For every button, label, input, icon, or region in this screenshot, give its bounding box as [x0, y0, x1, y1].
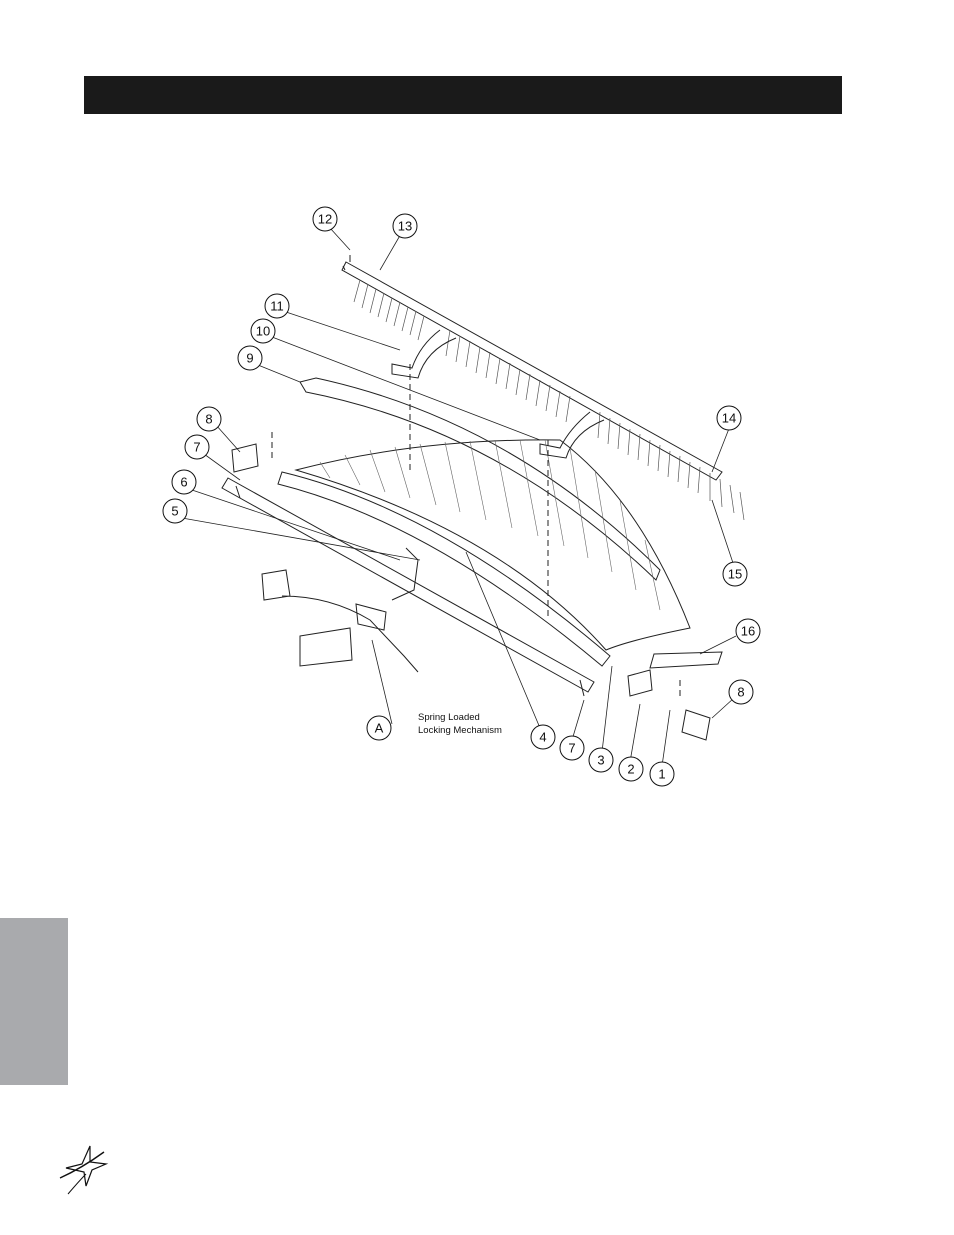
side-section-tab	[0, 918, 68, 1085]
callout-4: 4	[539, 730, 546, 745]
callout-circle	[735, 618, 761, 644]
callout-circle	[171, 469, 197, 495]
callout-A: A	[375, 721, 384, 736]
callout-5: 5	[171, 504, 178, 519]
callout-7: 7	[193, 440, 200, 455]
end-cap	[627, 669, 653, 697]
bracket-left	[391, 329, 457, 379]
callout-group	[162, 206, 761, 787]
callout-circle	[312, 206, 338, 232]
callout-circle	[649, 761, 675, 787]
callout-15: 15	[728, 567, 742, 582]
callout-circle	[588, 747, 614, 773]
callout-circle	[530, 724, 556, 750]
conveyor-surface	[294, 439, 691, 651]
callout-13: 13	[398, 219, 412, 234]
callout-9: 9	[246, 351, 253, 366]
callout-circle	[618, 756, 644, 782]
callout-circle	[264, 293, 290, 319]
section-title-bar	[84, 76, 842, 114]
bracket-right	[539, 411, 605, 459]
locking-mechanism	[261, 547, 419, 673]
callout-8-right: 8	[737, 685, 744, 700]
callout-6: 6	[180, 475, 187, 490]
brush-bristles	[353, 279, 745, 521]
rod	[299, 377, 661, 581]
callout-7-right: 7	[568, 741, 575, 756]
spring-right	[681, 709, 711, 741]
star-swoosh-logo-icon	[59, 1145, 109, 1195]
callout-14: 14	[722, 411, 736, 426]
callout-3: 3	[597, 753, 604, 768]
callout-circle	[728, 679, 754, 705]
callout-circle	[559, 735, 585, 761]
annotation-line-1: Spring Loaded	[418, 712, 480, 723]
roller	[277, 471, 611, 667]
annotation-line-2: Locking Mechanism	[418, 725, 502, 736]
callout-10: 10	[256, 324, 270, 339]
callout-11: 11	[270, 299, 284, 314]
callout-1: 1	[658, 767, 665, 782]
callout-circle	[392, 213, 418, 239]
callout-circle	[184, 434, 210, 460]
brush-bar	[341, 261, 723, 481]
callout-circle	[237, 345, 263, 371]
callout-8: 8	[205, 412, 212, 427]
callout-circle	[162, 498, 188, 524]
callout-circle	[196, 406, 222, 432]
callout-circle	[250, 318, 276, 344]
callout-16: 16	[741, 624, 755, 639]
spring-left	[231, 443, 259, 473]
frame-rail	[221, 477, 595, 693]
callout-12: 12	[318, 212, 332, 227]
plate	[649, 651, 723, 669]
callout-circle	[366, 715, 392, 741]
callout-circle	[722, 561, 748, 587]
callout-circle	[716, 405, 742, 431]
callout-2: 2	[627, 762, 634, 777]
